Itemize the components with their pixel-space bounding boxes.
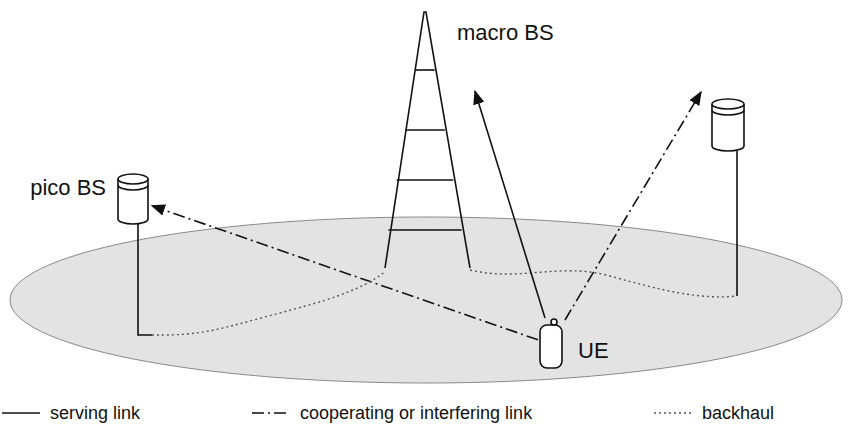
legend-sample — [2, 408, 40, 418]
macro-bs: macro BS — [383, 10, 475, 272]
user-equipment: UE — [538, 318, 566, 370]
node-label: UE — [578, 338, 609, 364]
coverage-area — [10, 217, 842, 383]
phone-symbol — [538, 318, 566, 370]
backhaul-line — [470, 270, 737, 297]
backhaul-line — [152, 272, 385, 335]
legend-entry: backhaul — [654, 402, 774, 424]
legend-sample — [252, 408, 290, 418]
pico-bs: pico BS — [116, 173, 152, 337]
tower-symbol — [383, 10, 475, 272]
legend-sample — [654, 408, 692, 418]
node-label: macro BS — [457, 20, 554, 46]
legend-entry: cooperating or interfering link — [252, 402, 532, 424]
node-label: pico BS — [30, 175, 106, 201]
legend-label: backhaul — [702, 403, 774, 424]
legend-label: cooperating or interfering link — [300, 403, 532, 424]
serving-link — [475, 91, 545, 318]
cooperating-link — [152, 206, 538, 340]
pico-symbol — [116, 173, 152, 337]
pico-bs-symbol — [712, 99, 744, 296]
interfering-link — [565, 92, 701, 320]
legend-label: serving link — [50, 403, 140, 424]
legend-entry: serving link — [2, 402, 140, 424]
